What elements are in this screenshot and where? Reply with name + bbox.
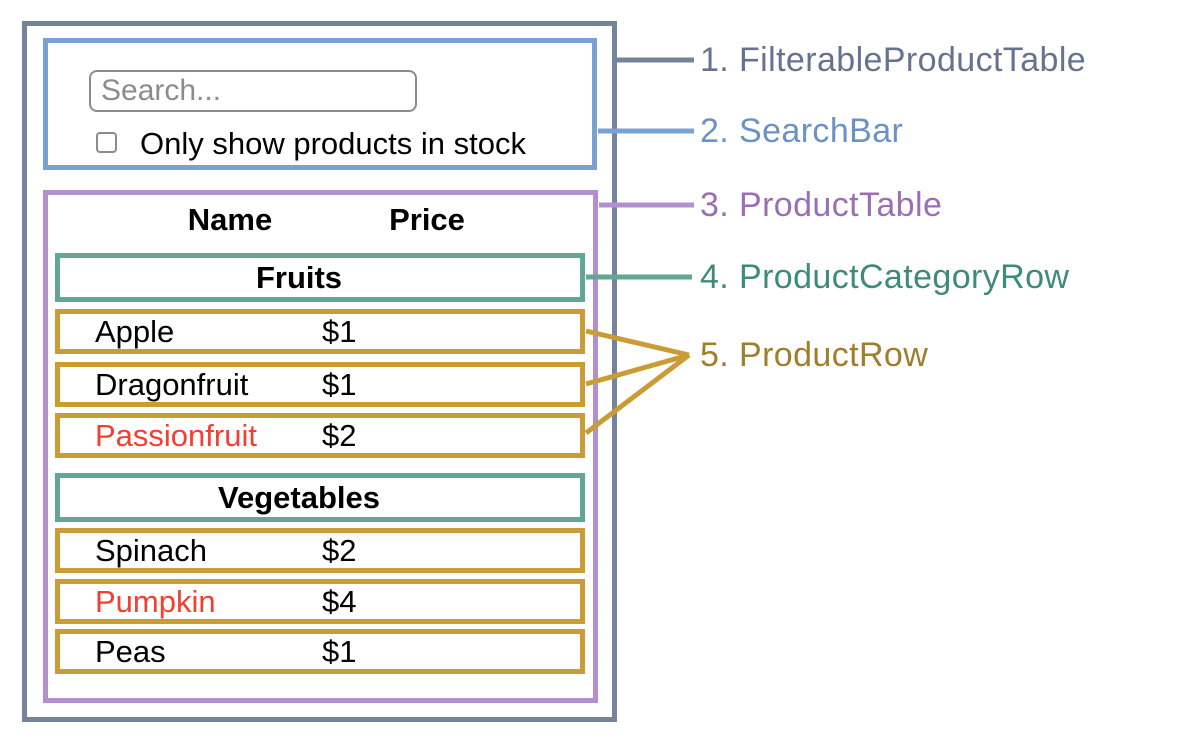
product-table-box: Name Price Fruits Apple $1 Dragonfruit $… [43, 190, 598, 703]
product-price: $2 [322, 532, 357, 568]
product-row: Peas $1 [55, 629, 585, 674]
product-price: $1 [322, 366, 357, 402]
product-row: Pumpkin $4 [55, 579, 585, 624]
product-price: $4 [322, 583, 357, 619]
legend-search-bar: 2. SearchBar [700, 112, 904, 150]
category-label: Fruits [255, 259, 343, 295]
product-row: Dragonfruit $1 [55, 362, 585, 407]
product-row: Passionfruit $2 [55, 413, 585, 458]
legend-product-row: 5. ProductRow [700, 336, 929, 374]
product-row: Spinach $2 [55, 528, 585, 573]
product-name: Spinach [95, 532, 208, 568]
search-bar-box: Only show products in stock [43, 38, 597, 170]
column-header-price: Price [389, 202, 465, 237]
legend-product-category-row: 4. ProductCategoryRow [700, 258, 1070, 296]
product-name: Passionfruit [95, 417, 257, 453]
filterable-product-table-box: Only show products in stock Name Price F… [22, 21, 617, 722]
legend-filterable-product-table: 1. FilterableProductTable [700, 41, 1087, 79]
in-stock-checkbox[interactable] [96, 132, 117, 153]
product-price: $1 [322, 633, 357, 669]
product-name: Peas [95, 633, 166, 669]
product-name: Apple [95, 313, 175, 349]
product-name: Dragonfruit [95, 366, 249, 402]
search-input[interactable] [89, 70, 417, 112]
category-label: Vegetables [218, 479, 380, 515]
product-row: Apple $1 [55, 309, 585, 354]
in-stock-checkbox-label: Only show products in stock [140, 126, 526, 161]
product-name: Pumpkin [95, 583, 216, 619]
product-category-row: Fruits [55, 253, 585, 302]
product-category-row: Vegetables [55, 473, 585, 522]
legend-product-table: 3. ProductTable [700, 186, 943, 224]
product-price: $1 [322, 313, 357, 349]
column-header-name: Name [187, 202, 273, 237]
product-price: $2 [322, 417, 357, 453]
